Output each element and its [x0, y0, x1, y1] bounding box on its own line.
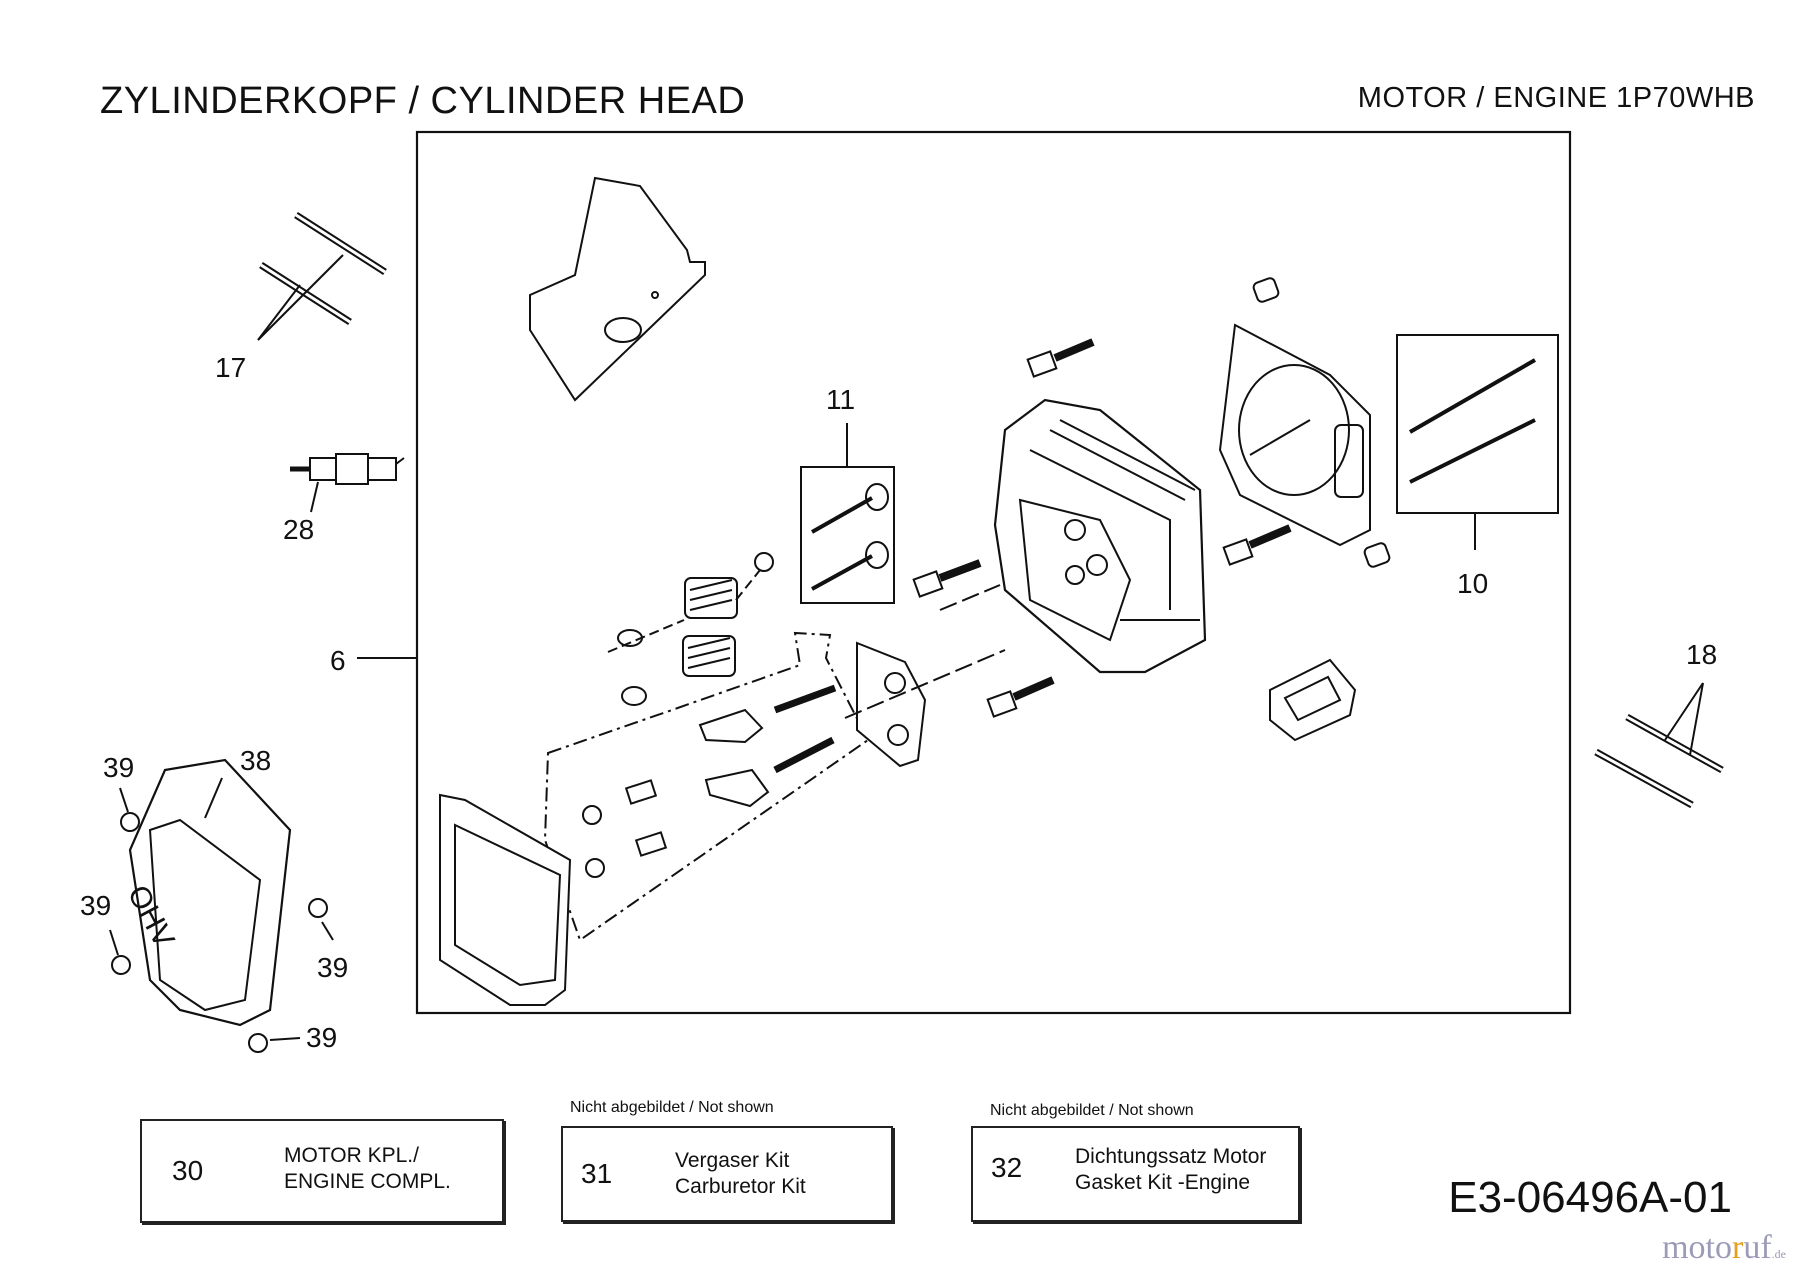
not-shown-note-32: Nicht abgebildet / Not shown	[990, 1102, 1194, 1119]
callout-39-right: 39	[317, 952, 349, 983]
callout-39-bottom: 39	[306, 1022, 338, 1053]
engine-model: MOTOR / ENGINE 1P70WHB	[1357, 82, 1755, 114]
part-desc-line1: Vergaser Kit	[675, 1149, 790, 1172]
brand-logo: motoruf.de	[1662, 1229, 1786, 1267]
rocker-support-plate	[856, 641, 927, 768]
part-number: 32	[991, 1152, 1023, 1183]
callout-39-left: 39	[80, 890, 112, 921]
rocker-cover-gasket	[439, 793, 572, 1006]
brand-tld: .de	[1771, 1247, 1786, 1261]
cover-nuts-39	[109, 787, 334, 1053]
callout-6: 6	[330, 645, 346, 676]
assembly-frame	[415, 130, 1572, 1015]
callout-17: 17	[215, 352, 247, 383]
callout-10: 10	[1457, 568, 1489, 599]
valve-springs	[607, 552, 774, 706]
brand-rest: uf	[1743, 1229, 1772, 1266]
page-title: ZYLINDERKOPF / CYLINDER HEAD	[100, 80, 746, 122]
heat-shield	[529, 176, 706, 402]
cylinder-head	[993, 398, 1207, 674]
rocker-enclosure	[543, 631, 870, 942]
head-bolts	[912, 277, 1391, 718]
callout-28: 28	[283, 514, 315, 545]
part-box-30: 30 MOTOR KPL./ ENGINE COMPL.	[140, 1119, 504, 1223]
brand-text: moto	[1662, 1229, 1733, 1266]
brand-accent: r	[1732, 1229, 1744, 1266]
part-box-32: 32 Dichtungssatz Motor Gasket Kit -Engin…	[971, 1126, 1300, 1222]
head-gasket	[1218, 323, 1371, 547]
part-desc-line2: Gasket Kit -Engine	[1075, 1171, 1251, 1194]
stud-bolts-18	[1594, 682, 1724, 809]
drawing-code: E3-06496A-01	[1448, 1173, 1732, 1222]
part-desc-line1: Dichtungssatz Motor	[1075, 1145, 1267, 1168]
part-desc-line1: MOTOR KPL./	[284, 1144, 419, 1167]
part-number: 30	[172, 1155, 204, 1186]
valve-cover-38	[128, 758, 292, 1027]
intake-gasket	[1269, 658, 1357, 742]
callout-39-top: 39	[103, 752, 135, 783]
callout-18: 18	[1686, 639, 1718, 670]
rocker-arms	[582, 684, 837, 878]
part-number: 31	[581, 1158, 613, 1189]
callout-11: 11	[826, 384, 856, 415]
spark-plug-28	[290, 453, 405, 513]
callout-38: 38	[240, 745, 272, 776]
part-box-31: 31 Vergaser Kit Carburetor Kit	[561, 1126, 893, 1222]
push-rod-box-10	[1396, 334, 1559, 514]
part-desc-line2: ENGINE COMPL.	[284, 1170, 451, 1193]
not-shown-note-31: Nicht abgebildet / Not shown	[570, 1099, 774, 1116]
valve-kit-box-11	[800, 466, 895, 604]
part-desc-line2: Carburetor Kit	[675, 1175, 806, 1198]
stud-bolts-17	[257, 212, 387, 341]
